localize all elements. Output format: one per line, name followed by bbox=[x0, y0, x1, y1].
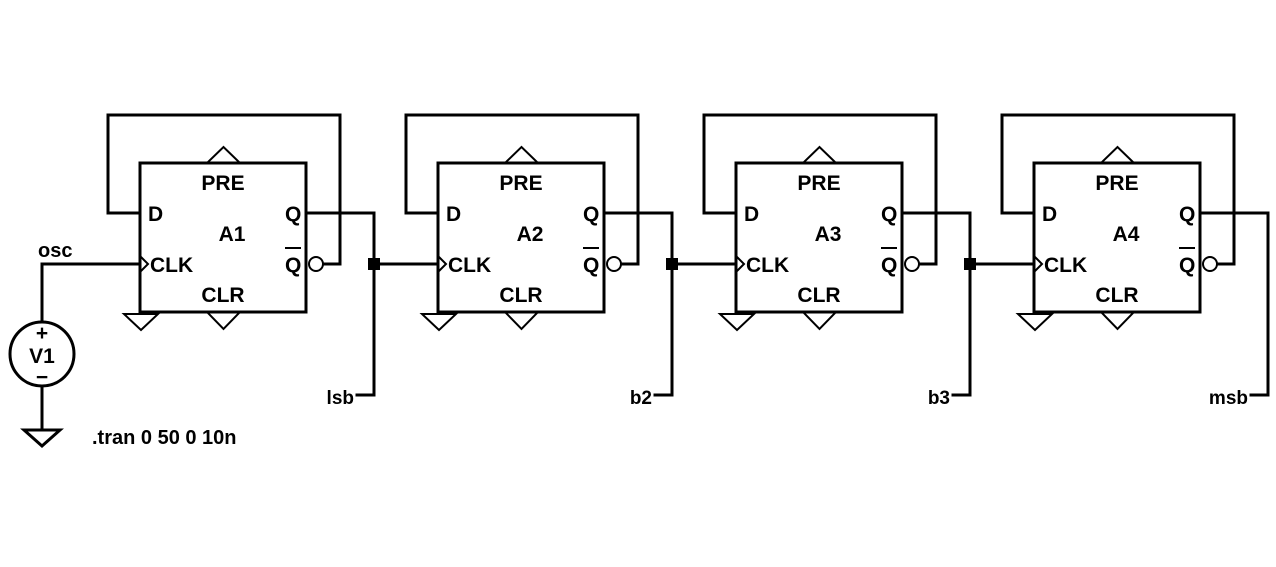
pin-label-qbar: Q bbox=[1179, 254, 1195, 277]
clr-pin-icon bbox=[502, 311, 541, 331]
junction-dot bbox=[964, 258, 976, 270]
q-output-wire[interactable] bbox=[900, 211, 972, 397]
clock-edge-icon bbox=[437, 255, 448, 273]
net-label-osc: osc bbox=[38, 240, 72, 262]
flipflop-name: A2 bbox=[517, 223, 544, 246]
clock-edge-icon bbox=[1033, 255, 1044, 273]
pin-label-d: D bbox=[446, 203, 461, 226]
flipflop-a3[interactable]: PRE CLR D CLK Q Q A3 b3 bbox=[702, 113, 1036, 409]
pin-label-pre: PRE bbox=[201, 172, 244, 195]
flipflop-name: A1 bbox=[219, 223, 246, 246]
q-output-wire[interactable] bbox=[602, 211, 674, 397]
junction-dot bbox=[368, 258, 380, 270]
pin-label-q: Q bbox=[285, 203, 301, 226]
net-label-output: msb bbox=[1209, 388, 1248, 409]
pre-pin-icon bbox=[502, 145, 541, 164]
flipflop-a4[interactable]: PRE CLR D CLK Q Q A4 msb bbox=[1000, 113, 1270, 409]
ground-icon bbox=[20, 428, 64, 449]
spice-directive[interactable]: .tran 0 50 0 10n bbox=[92, 427, 237, 449]
pin-label-qbar: Q bbox=[285, 254, 301, 277]
pin-label-clr: CLR bbox=[1095, 284, 1138, 307]
clr-pin-icon bbox=[1098, 311, 1137, 331]
feedback-wire[interactable] bbox=[106, 113, 342, 266]
inversion-bubble-icon bbox=[904, 256, 920, 272]
osc-wire[interactable] bbox=[40, 262, 142, 324]
pin-label-qbar: Q bbox=[583, 254, 599, 277]
q-output-wire[interactable] bbox=[1198, 211, 1270, 397]
clock-edge-icon bbox=[139, 255, 150, 273]
voltage-source-v1[interactable]: + V1 − bbox=[8, 320, 76, 389]
pin-label-d: D bbox=[744, 203, 759, 226]
ground-icon bbox=[419, 313, 459, 332]
pin-label-d: D bbox=[1042, 203, 1057, 226]
ground-icon bbox=[121, 313, 161, 332]
pin-label-clr: CLR bbox=[201, 284, 244, 307]
junction-dot bbox=[666, 258, 678, 270]
net-label-output: lsb bbox=[327, 388, 354, 409]
ground-icon bbox=[1015, 313, 1055, 332]
source-minus-sign: − bbox=[36, 366, 48, 389]
clr-pin-icon bbox=[204, 311, 243, 331]
inversion-bubble-icon bbox=[606, 256, 622, 272]
source-name: V1 bbox=[29, 345, 55, 368]
pin-label-pre: PRE bbox=[1095, 172, 1138, 195]
pre-pin-icon bbox=[800, 145, 839, 164]
pin-label-pre: PRE bbox=[797, 172, 840, 195]
pin-label-clk: CLK bbox=[448, 254, 491, 277]
clock-edge-icon bbox=[735, 255, 746, 273]
flipflop-a2[interactable]: PRE CLR D CLK Q Q A2 b2 bbox=[404, 113, 738, 409]
ground-icon bbox=[717, 313, 757, 332]
pin-label-pre: PRE bbox=[499, 172, 542, 195]
pin-label-clk: CLK bbox=[150, 254, 193, 277]
q-output-wire[interactable] bbox=[304, 211, 376, 397]
flipflop-chain: PRE CLR D CLK Q Q A1 lsb PRE CLR D CLK Q Q A2 b2 PRE CLR D… bbox=[106, 113, 1270, 409]
feedback-wire[interactable] bbox=[1000, 113, 1236, 266]
inversion-bubble-icon bbox=[1202, 256, 1218, 272]
pin-label-clk: CLK bbox=[746, 254, 789, 277]
inversion-bubble-icon bbox=[308, 256, 324, 272]
flipflop-a1[interactable]: PRE CLR D CLK Q Q A1 lsb bbox=[106, 113, 440, 409]
feedback-wire[interactable] bbox=[702, 113, 938, 266]
pin-label-clr: CLR bbox=[797, 284, 840, 307]
feedback-wire[interactable] bbox=[404, 113, 640, 266]
pin-label-d: D bbox=[148, 203, 163, 226]
flipflop-body bbox=[436, 161, 606, 314]
pin-label-q: Q bbox=[583, 203, 599, 226]
pin-label-clr: CLR bbox=[499, 284, 542, 307]
net-label-output: b3 bbox=[928, 388, 950, 409]
pin-label-q: Q bbox=[1179, 203, 1195, 226]
pin-label-qbar: Q bbox=[881, 254, 897, 277]
source-plus-sign: + bbox=[36, 322, 48, 345]
flipflop-name: A3 bbox=[815, 223, 842, 246]
pre-pin-icon bbox=[1098, 145, 1137, 164]
pre-pin-icon bbox=[204, 145, 243, 164]
net-label-output: b2 bbox=[630, 388, 652, 409]
clr-pin-icon bbox=[800, 311, 839, 331]
pin-label-clk: CLK bbox=[1044, 254, 1087, 277]
flipflop-name: A4 bbox=[1113, 223, 1140, 246]
pin-label-q: Q bbox=[881, 203, 897, 226]
